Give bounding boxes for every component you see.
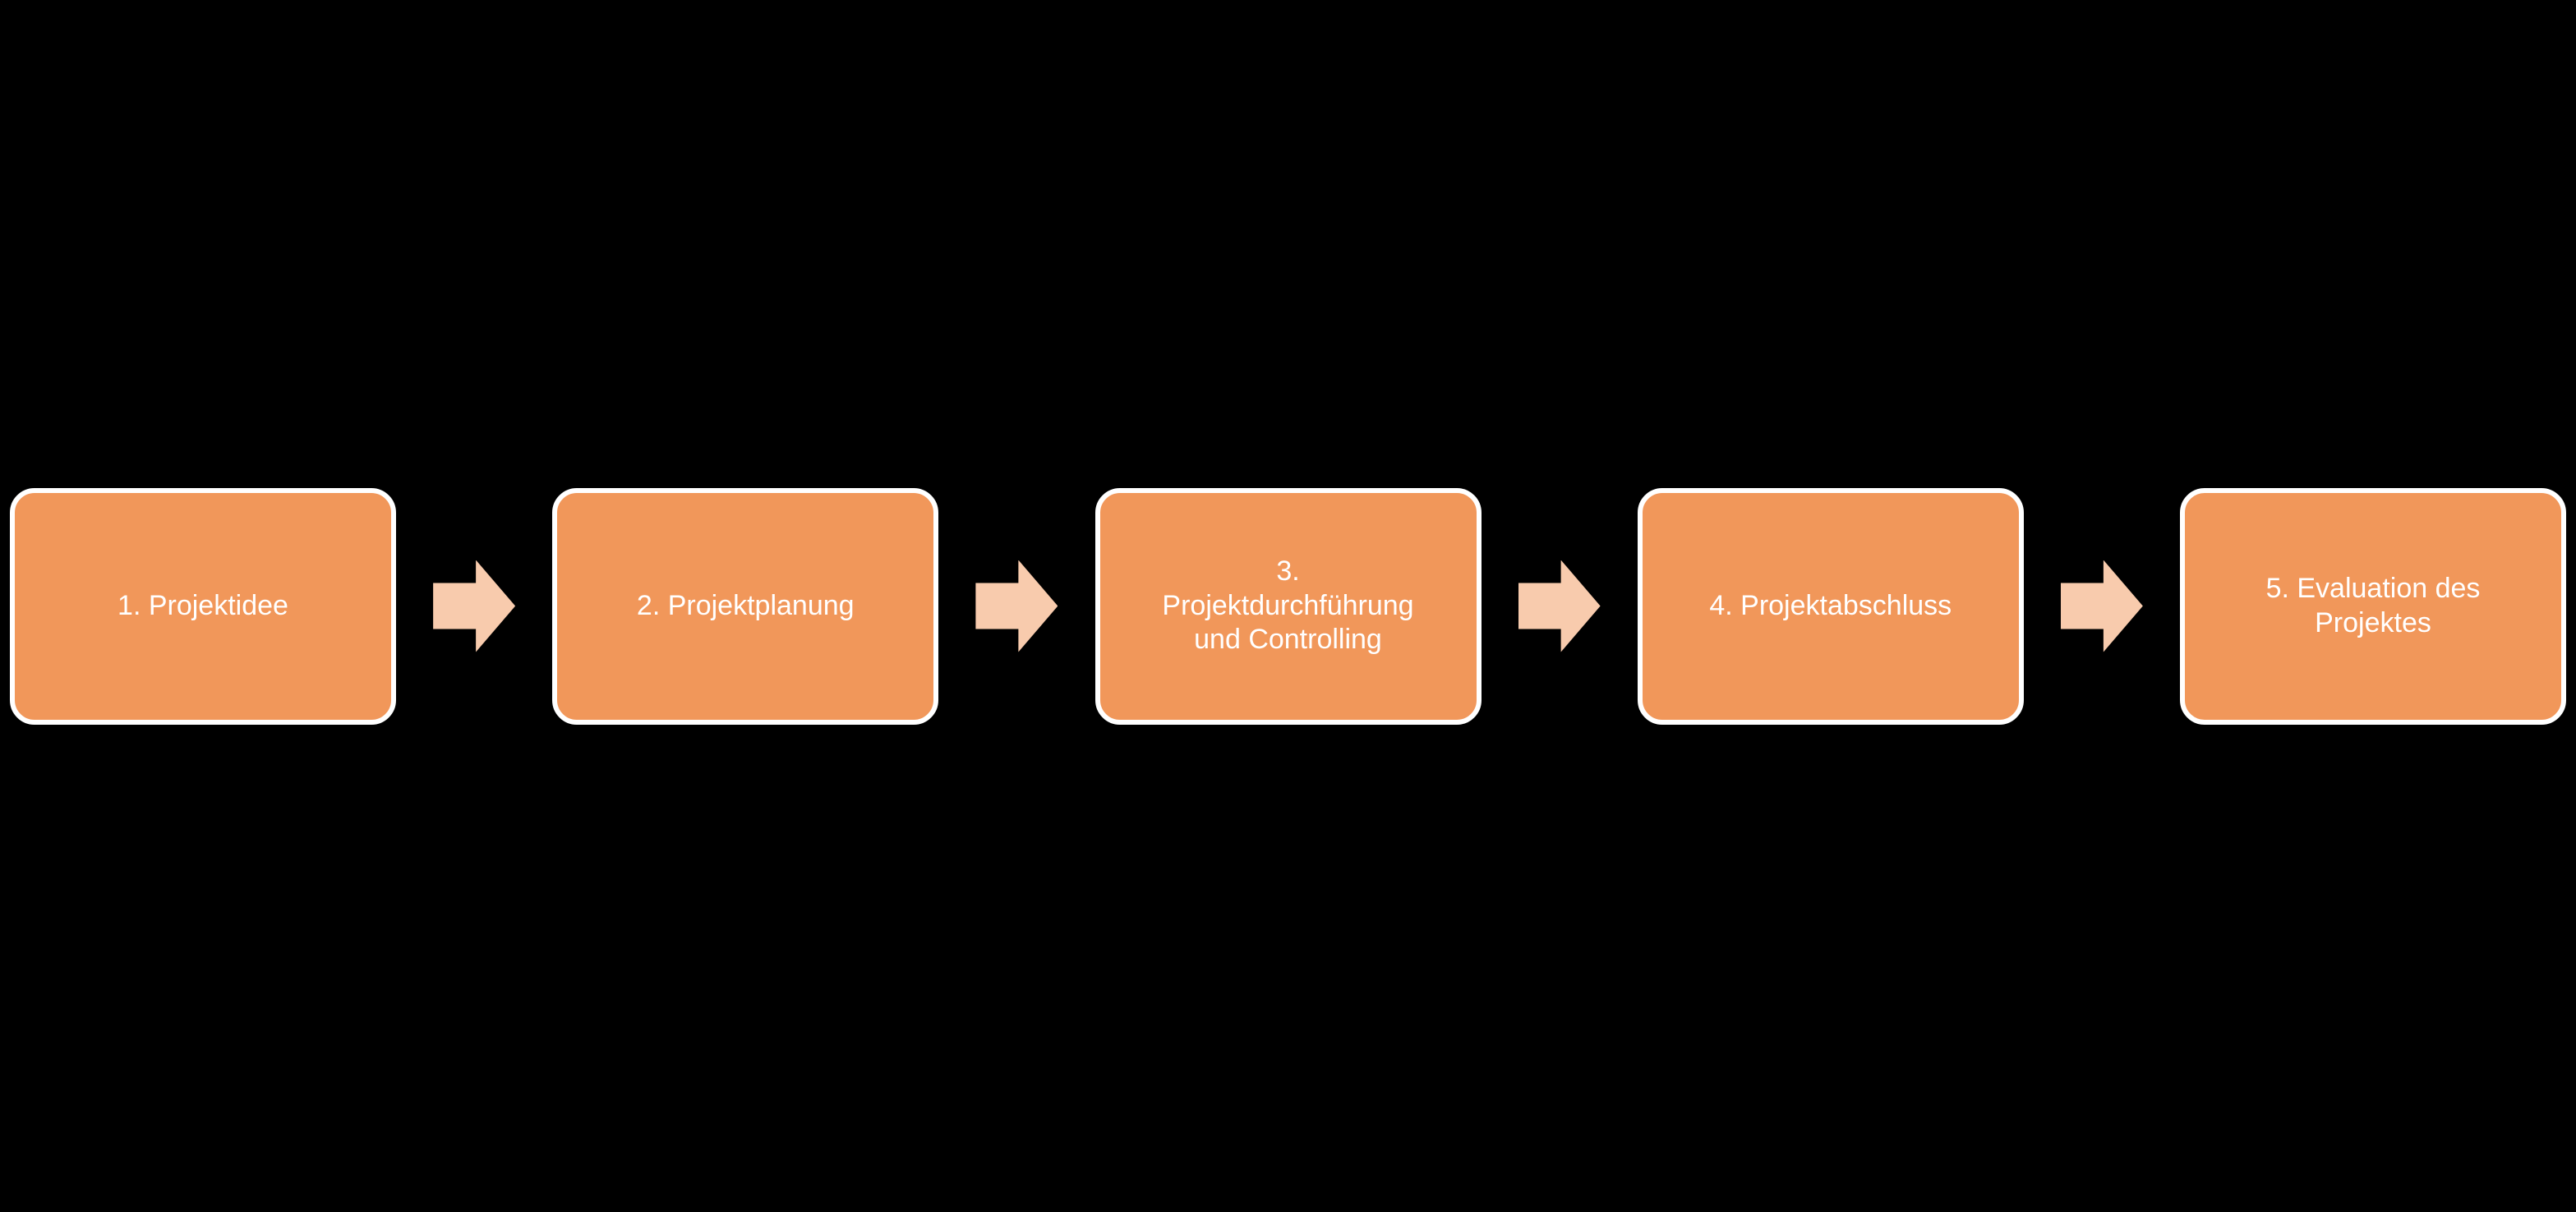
step-box-4: 4. Projektabschluss — [1637, 487, 2024, 725]
step-label-5: 5. Evaluation des Projektes — [2265, 573, 2481, 638]
step-box-2: 2. Projektplanung — [552, 487, 939, 725]
step-box-3: 3. Projektdurchführung und Controlling — [1094, 487, 1482, 725]
step-label-1: 1. Projektidee — [118, 589, 288, 621]
arrow-right-icon — [2060, 560, 2143, 652]
step-label-3: 3. Projektdurchführung und Controlling — [1162, 555, 1414, 656]
arrow-right-icon — [433, 560, 516, 652]
step-label-2: 2. Projektplanung — [636, 589, 855, 621]
step-box-1: 1. Projektidee — [10, 487, 396, 725]
arrow-right-icon — [975, 560, 1058, 652]
step-box-5: 5. Evaluation des Projektes — [2180, 487, 2566, 725]
arrow-right-icon — [1518, 560, 1601, 652]
step-label-4: 4. Projektabschluss — [1709, 589, 1952, 621]
